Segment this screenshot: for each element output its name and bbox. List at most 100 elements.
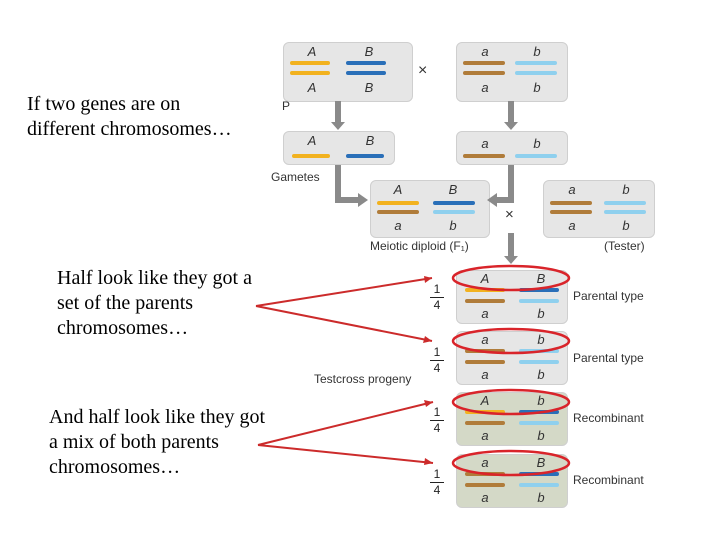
progeny-parental-AB-box: A B a b [456, 270, 568, 324]
chromosome-b [604, 201, 646, 205]
allele-label: A [307, 133, 317, 148]
f1-diploid-box: A B a b [370, 180, 490, 238]
chromosome-B [346, 61, 386, 65]
annotation-parental-sets: Half look like they got a set of the par… [57, 267, 252, 339]
parent-AB-box: A B A B [283, 42, 413, 102]
allele-label: a [481, 44, 489, 59]
chromosome-A [290, 71, 330, 75]
annotation-different-chromosomes: If two genes are on different chromosome… [27, 93, 232, 140]
allele-label: B [448, 182, 458, 197]
chromosome-b [515, 154, 557, 158]
allele-label: b [537, 393, 545, 408]
highlight-circle [451, 449, 571, 477]
pointer-arrowhead [424, 276, 432, 283]
parental-type-label: Parental type [573, 289, 644, 303]
allele-label: b [537, 332, 545, 347]
allele-label: a [481, 455, 489, 470]
chromosome-a [377, 210, 419, 214]
highlight-circle [451, 388, 571, 416]
p-generation-label: P [282, 99, 291, 113]
pointer-arrowhead [423, 336, 432, 343]
pointer-line [255, 305, 433, 342]
annotation-mixed-sets: And half look like they got a mix of bot… [49, 406, 266, 478]
chromosome-a [463, 71, 505, 75]
allele-label: a [481, 136, 489, 151]
arrow-head [487, 193, 497, 207]
allele-label: a [481, 306, 489, 321]
allele-label: b [537, 490, 545, 505]
highlight-circle [451, 264, 571, 292]
gametes-label: Gametes [271, 170, 320, 184]
chromosome-a [550, 210, 592, 214]
chromosome-A [290, 61, 330, 65]
allele-label: B [536, 455, 546, 470]
flow-arrow [494, 165, 514, 203]
chromosome-a [465, 421, 505, 425]
allele-label: b [537, 367, 545, 382]
allele-label: a [568, 182, 576, 197]
highlight-circle [451, 327, 571, 355]
cross-symbol: × [505, 206, 514, 223]
chromosome-b [604, 210, 646, 214]
gamete-ab-box: a b [456, 131, 568, 165]
chromosome-b [519, 360, 559, 364]
allele-label: a [481, 490, 489, 505]
arrow-head [504, 122, 518, 130]
parental-type-label: Parental type [573, 351, 644, 365]
chromosome-a [550, 201, 592, 205]
tester-box: a b a b [543, 180, 655, 238]
allele-label: b [537, 306, 545, 321]
progeny-recombinant-aB-box: a B a b [456, 454, 568, 508]
flow-arrow [335, 165, 360, 203]
allele-label: a [481, 80, 489, 95]
allele-label: b [533, 136, 541, 151]
chromosome-b [515, 61, 557, 65]
chromosome-b [519, 483, 559, 487]
allele-label: b [622, 182, 630, 197]
pointer-arrowhead [424, 400, 433, 407]
tester-label: (Tester) [604, 239, 645, 253]
allele-label: a [568, 218, 576, 233]
meiotic-diploid-label: Meiotic diploid (F₁) [370, 239, 469, 253]
recombinant-label: Recombinant [573, 473, 644, 487]
allele-label: A [480, 271, 490, 286]
allele-label: a [481, 332, 489, 347]
allele-label: a [394, 218, 402, 233]
chromosome-b [519, 421, 559, 425]
recombinant-label: Recombinant [573, 411, 644, 425]
allele-label: A [307, 44, 317, 59]
chromosome-A [377, 201, 419, 205]
pointer-line [257, 444, 434, 464]
chromosome-B [346, 154, 384, 158]
allele-label: B [365, 133, 375, 148]
pointer-line [257, 401, 434, 446]
allele-label: B [364, 44, 374, 59]
arrow-head [358, 193, 368, 207]
allele-label: b [533, 80, 541, 95]
allele-label: b [533, 44, 541, 59]
allele-label: b [622, 218, 630, 233]
allele-label: B [536, 271, 546, 286]
allele-label: A [307, 80, 317, 95]
testcross-progeny-label: Testcross progeny [314, 372, 412, 386]
arrow-head [331, 122, 345, 130]
pointer-line [255, 277, 433, 307]
gamete-AB-box: A B [283, 131, 395, 165]
chromosome-B [519, 288, 559, 292]
allele-label: A [393, 182, 403, 197]
chromosome-B [346, 71, 386, 75]
chromosome-a [463, 154, 505, 158]
chromosome-a [465, 299, 505, 303]
allele-label: a [481, 367, 489, 382]
chromosome-b [519, 299, 559, 303]
allele-label: A [480, 393, 490, 408]
arrow-head [504, 256, 518, 264]
allele-label: b [449, 218, 457, 233]
chromosome-a [465, 360, 505, 364]
